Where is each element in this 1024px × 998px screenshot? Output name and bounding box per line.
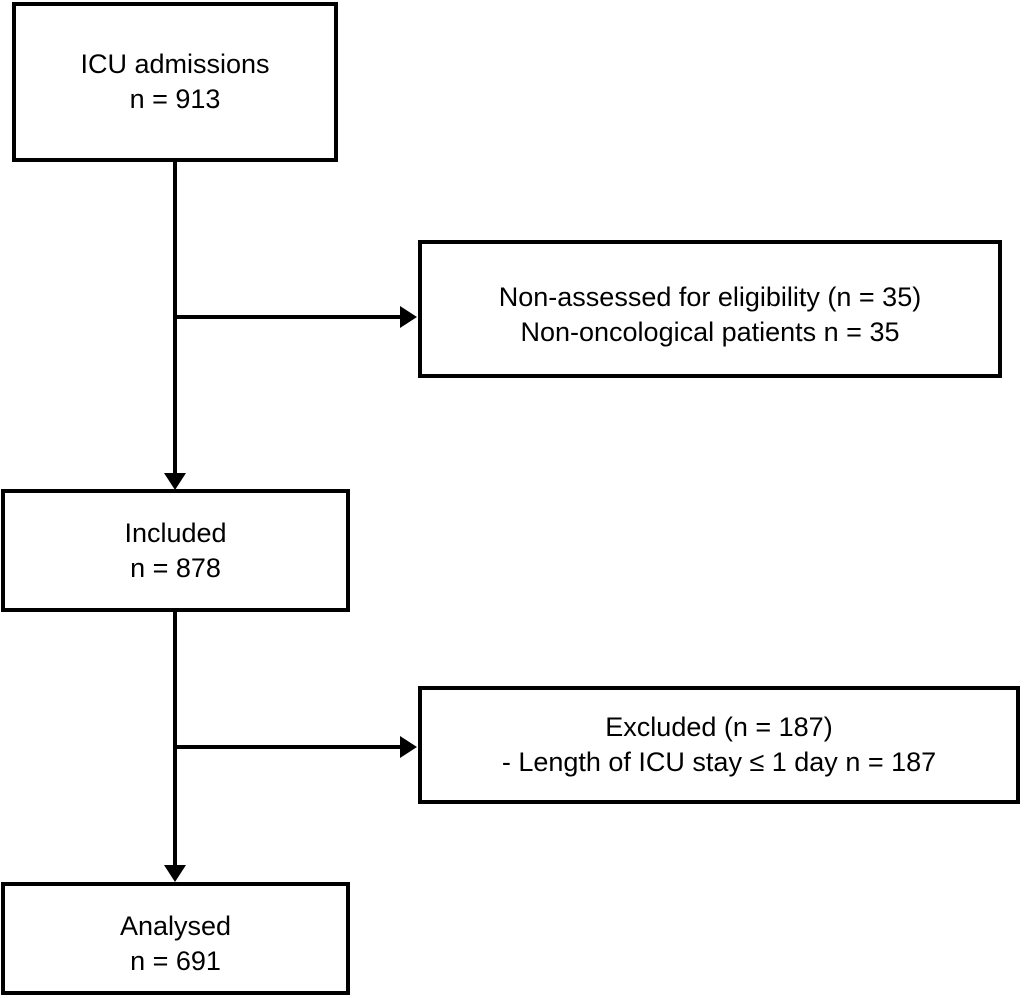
box-non-assessed-line2: Non-oncological patients n = 35	[520, 317, 900, 347]
box-included-line1: Included	[124, 517, 227, 548]
box-icu-admissions-line1: ICU admissions	[80, 49, 270, 79]
box-analysed-line2: n = 691	[130, 945, 221, 976]
box-included-line2: n = 878	[130, 552, 221, 583]
box-analysed-line1: Analysed	[119, 910, 232, 941]
box-excluded-line1: Excluded (n = 187)	[605, 712, 833, 742]
arrowhead-down-into-analysed	[164, 865, 186, 882]
box-excluded-line2: - Length of ICU stay ≤ 1 day n = 187	[501, 747, 937, 777]
flow-line-branch-to-excluded	[175, 745, 403, 749]
arrowhead-right-into-non-assessed	[400, 306, 417, 328]
box-analysed: Analysed n = 691	[1, 882, 350, 995]
arrowhead-down-into-included	[164, 473, 186, 490]
box-non-assessed: Non-assessed for eligibility (n = 35) No…	[418, 240, 1002, 378]
box-icu-admissions: ICU admissions n = 913	[12, 2, 338, 162]
box-excluded: Excluded (n = 187) - Length of ICU stay …	[418, 686, 1020, 804]
flow-line-branch-to-non-assessed	[175, 315, 403, 319]
box-non-assessed-line1: Non-assessed for eligibility (n = 35)	[498, 282, 922, 312]
flow-line-included-to-analysed	[173, 610, 177, 868]
arrowhead-right-into-excluded	[400, 736, 417, 758]
box-included: Included n = 878	[1, 489, 350, 612]
box-icu-admissions-line2: n = 913	[129, 84, 221, 114]
